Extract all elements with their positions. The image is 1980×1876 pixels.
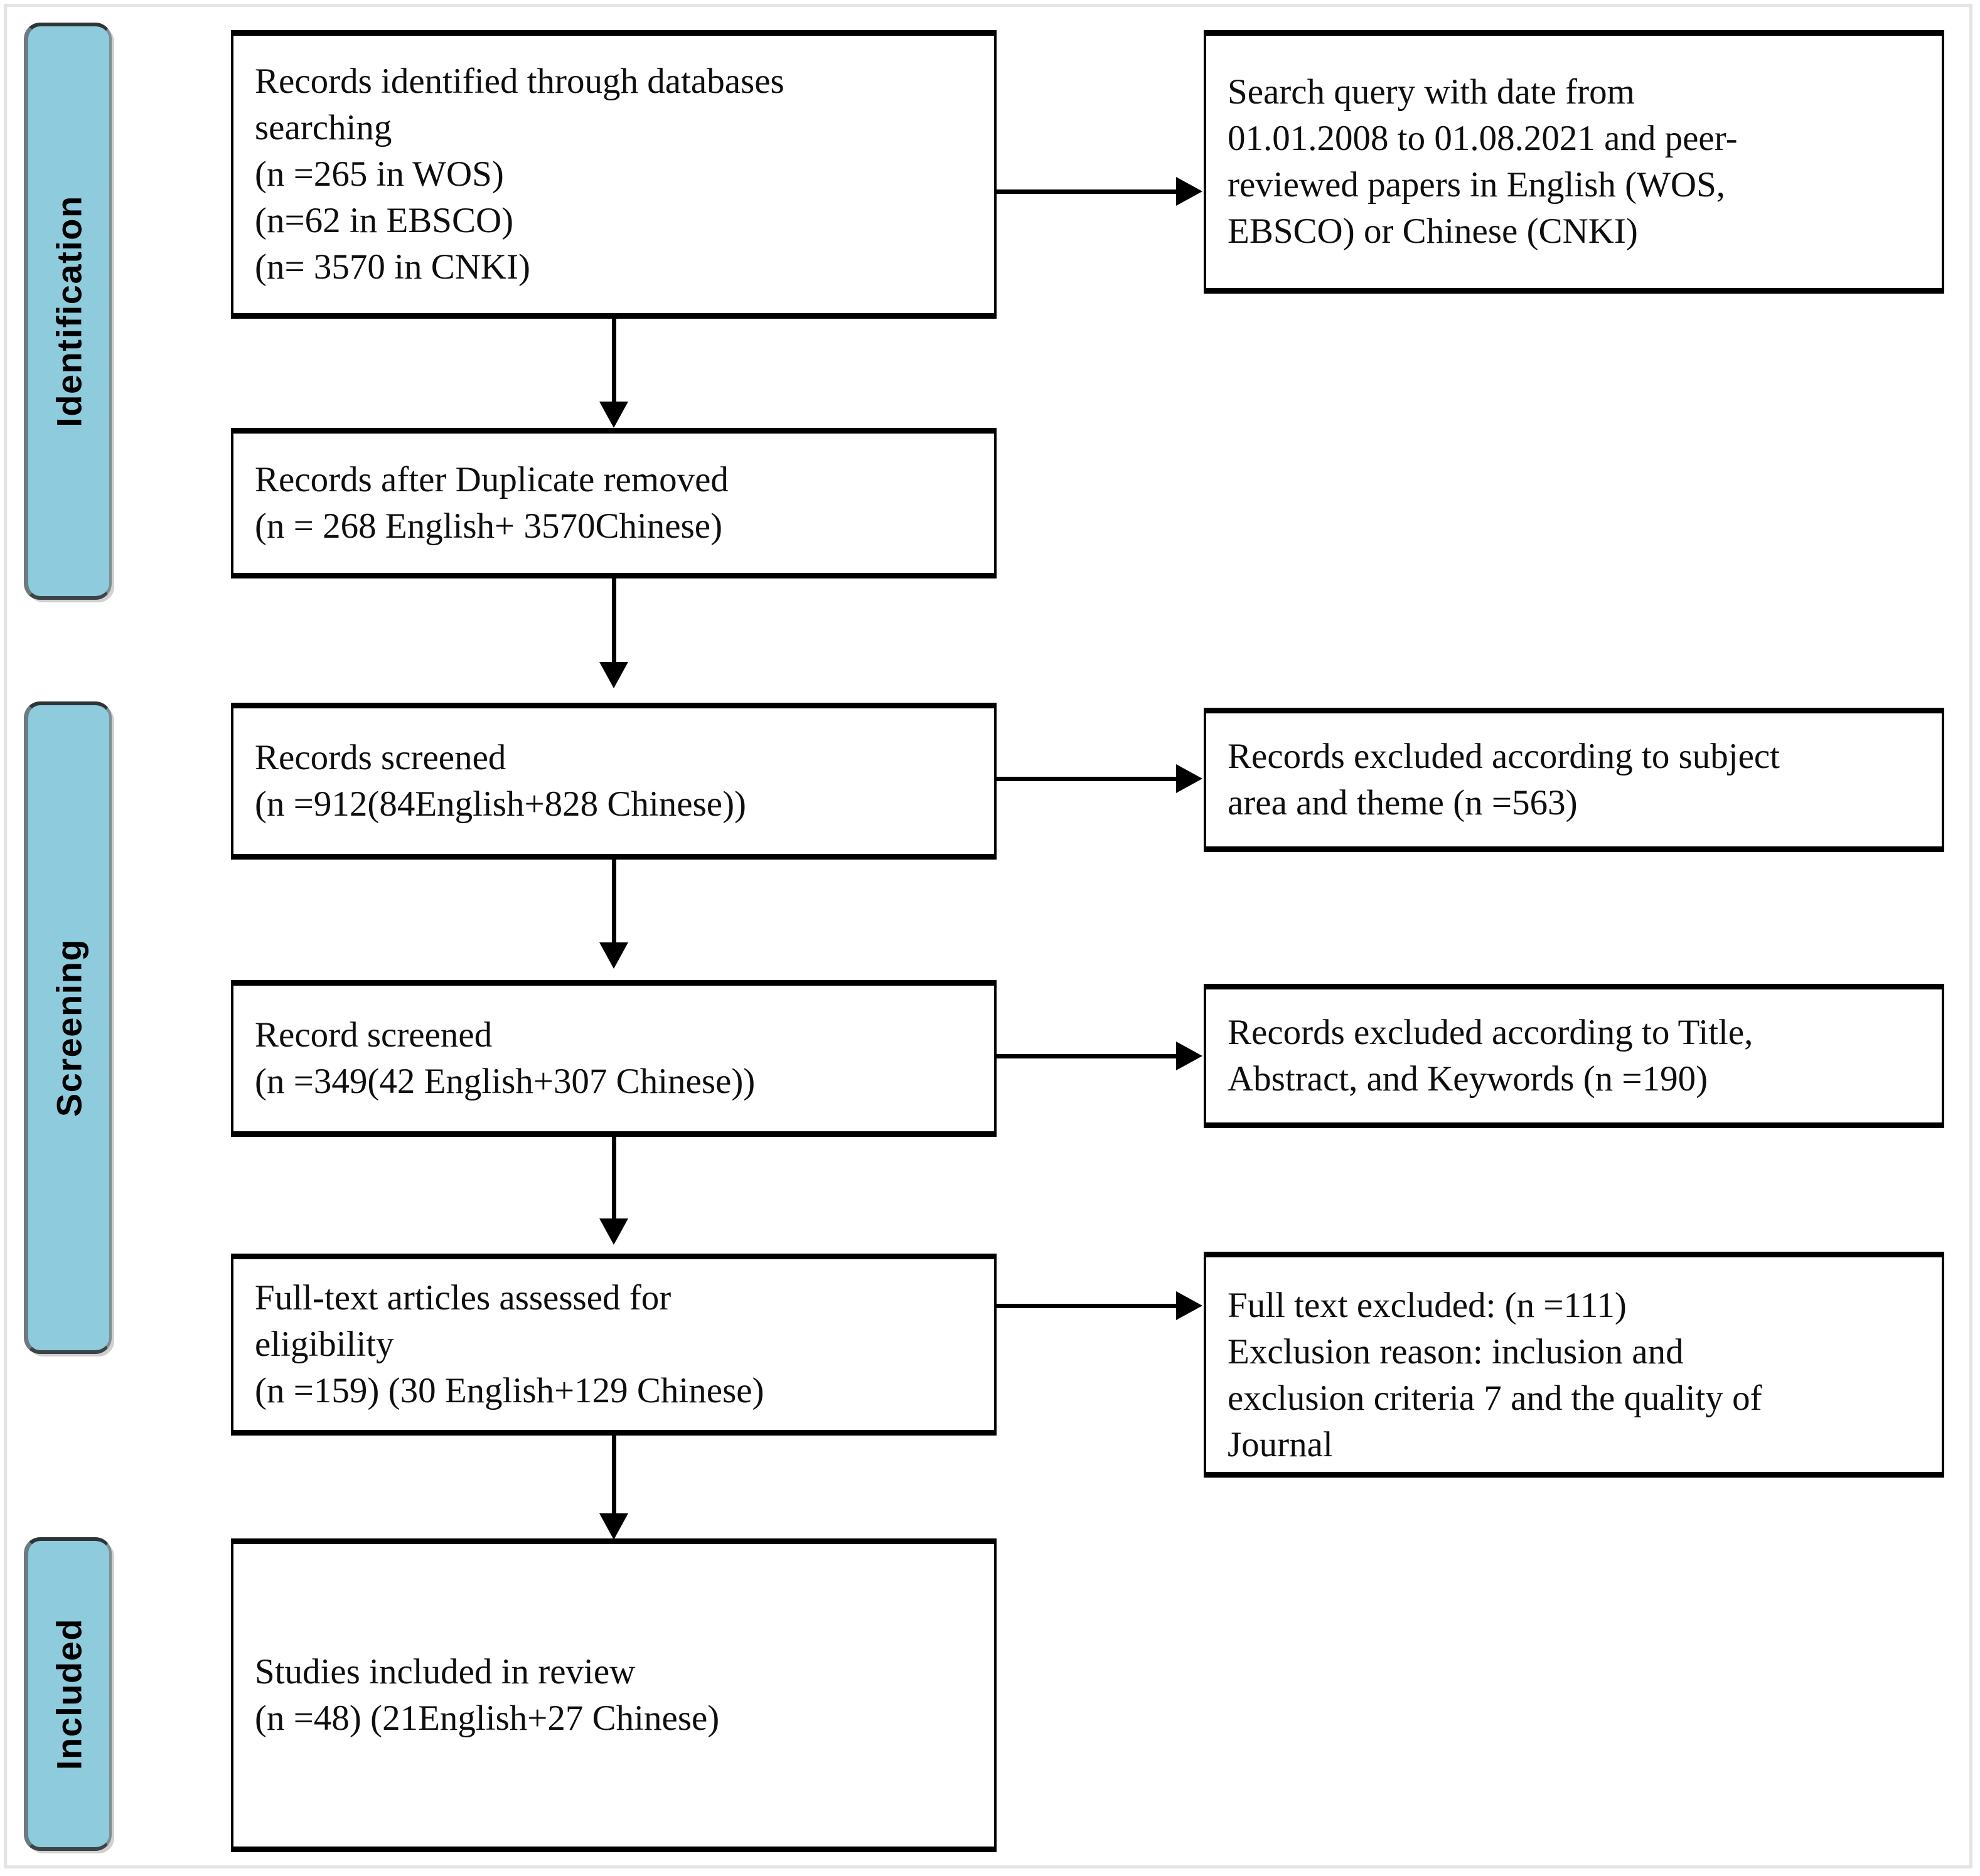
box-fulltext-assessed: Full-text articles assessed for eligibil… [231,1254,997,1436]
box-records-identified: Records identified through databases sea… [231,30,997,319]
arrowhead-fulltext-to-included [599,1513,628,1540]
box-excluded-title-text: Records excluded according to Title, Abs… [1228,1012,1753,1099]
stage-bar-screening: Screening [24,701,112,1354]
box-fulltext-assessed-text: Full-text articles assessed for eligibil… [255,1277,764,1411]
stage-label-identification: Identification [49,195,88,427]
stage-label-screening: Screening [49,938,88,1117]
arrowhead-screened-to-record-screened [599,942,628,969]
arrowhead-screened-to-excluded-subject [1176,764,1202,793]
box-duplicates-removed: Records after Duplicate removed (n = 268… [231,428,997,578]
box-excluded-title: Records excluded according to Title, Abs… [1204,984,1944,1128]
connector-screened-to-excluded-subject [997,777,1180,781]
box-search-query: Search query with date from 01.01.2008 t… [1204,30,1944,294]
connector-fulltext-to-included [612,1436,616,1527]
box-fulltext-excluded-text: Full text excluded: (n =111) Exclusion r… [1228,1286,1762,1465]
box-record-screened-2: Record screened (n =349(42 English+307 C… [231,980,997,1137]
box-fulltext-excluded: Full text excluded: (n =111) Exclusion r… [1204,1252,1944,1478]
connector-identified-to-duplicates [612,319,616,414]
box-record-screened-2-text: Record screened (n =349(42 English+307 C… [255,1015,756,1101]
arrowhead-record-screened-to-excluded-title [1176,1042,1202,1070]
arrowhead-duplicates-to-screened [599,662,628,688]
box-records-screened: Records screened (n =912(84English+828 C… [231,703,997,860]
arrowhead-identified-to-query [1176,177,1202,206]
connector-identified-to-query [997,189,1180,194]
box-duplicates-removed-text: Records after Duplicate removed (n = 268… [255,459,729,546]
arrowhead-record-screened-to-fulltext [599,1218,628,1245]
box-excluded-subject-text: Records excluded according to subject ar… [1228,736,1780,823]
stage-label-included: Included [49,1618,88,1771]
arrowhead-identified-to-duplicates [599,402,628,428]
connector-fulltext-to-excluded [997,1304,1180,1308]
box-studies-included-text: Studies included in review (n =48) (21En… [255,1651,720,1738]
connector-record-screened-to-fulltext [612,1137,616,1231]
connector-record-screened-to-excluded-title [997,1054,1180,1058]
box-records-identified-text: Records identified through databases sea… [255,61,784,287]
arrowhead-fulltext-to-excluded [1176,1291,1202,1320]
connector-screened-to-record-screened [612,860,616,955]
stage-bar-identification: Identification [24,23,112,600]
box-excluded-subject: Records excluded according to subject ar… [1204,708,1944,852]
box-studies-included: Studies included in review (n =48) (21En… [231,1538,997,1852]
stage-bar-included: Included [24,1537,112,1851]
connector-duplicates-to-screened [612,578,616,674]
box-search-query-text: Search query with date from 01.01.2008 t… [1228,72,1738,252]
box-records-screened-text: Records screened (n =912(84English+828 C… [255,737,747,824]
